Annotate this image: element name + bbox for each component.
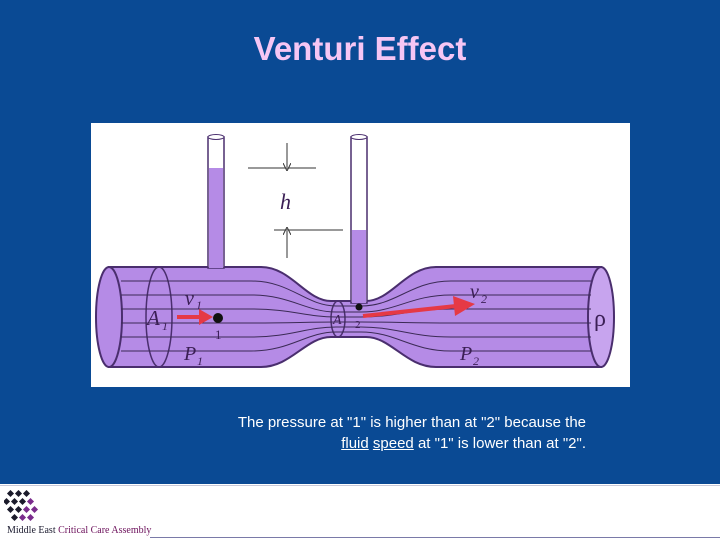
caption: The pressure at "1" is higher than at "2…	[120, 412, 586, 454]
area-1-subscript: 1	[162, 319, 168, 333]
left-cross-section	[145, 266, 173, 368]
organization-name: Middle East Critical Care Assembly	[7, 525, 151, 536]
footer-bottom-divider	[150, 537, 720, 538]
right-manometer	[350, 134, 368, 304]
velocity-1-label: v	[185, 288, 194, 310]
right-tube-end	[587, 266, 615, 368]
venturi-diagram: h A 1 v 1 P 1 1 2 A v 2 P 2 ρ	[91, 123, 630, 387]
speed-link[interactable]: speed	[372, 435, 414, 452]
density-label: ρ	[594, 306, 606, 332]
left-manometer	[207, 134, 225, 269]
height-dimension	[248, 143, 343, 258]
velocity-2-subscript: 2	[481, 292, 487, 306]
velocity-arrow-2	[362, 304, 457, 318]
caption-line-2: fluid speed at "1" is lower than at "2".	[120, 433, 586, 454]
velocity-2-label: v	[470, 281, 479, 303]
pressure-1-label: P	[183, 343, 196, 365]
organization-name-part-2: Critical Care Assembly	[55, 525, 152, 536]
slide-title: Venturi Effect	[253, 30, 467, 67]
caption-line-2-rest: at "1" is lower than at "2".	[413, 435, 586, 452]
pressure-1-subscript: 1	[197, 354, 203, 368]
throat-cross-section	[330, 300, 346, 338]
pressure-2-label: P	[459, 343, 472, 365]
organization-name-part-1: Middle East	[7, 525, 56, 536]
height-label: h	[280, 189, 291, 214]
organization-logo	[2, 489, 44, 531]
footer-divider	[0, 485, 720, 486]
point-1-label: 1	[215, 327, 222, 342]
point-1-marker	[213, 313, 223, 323]
area-1-label: A	[145, 306, 160, 330]
fluid-link[interactable]: fluid	[341, 435, 369, 452]
velocity-arrow-2-head	[453, 296, 475, 316]
velocity-1-subscript: 1	[196, 298, 202, 312]
pressure-2-subscript: 2	[473, 354, 479, 368]
point-2-marker	[355, 303, 363, 311]
left-tube-end	[95, 266, 123, 368]
area-2-label: A	[332, 313, 342, 328]
caption-line-1: The pressure at "1" is higher than at "2…	[237, 414, 586, 431]
point-2-label: 2	[355, 319, 361, 331]
velocity-arrow-1-head	[199, 309, 213, 325]
footer	[0, 484, 720, 540]
